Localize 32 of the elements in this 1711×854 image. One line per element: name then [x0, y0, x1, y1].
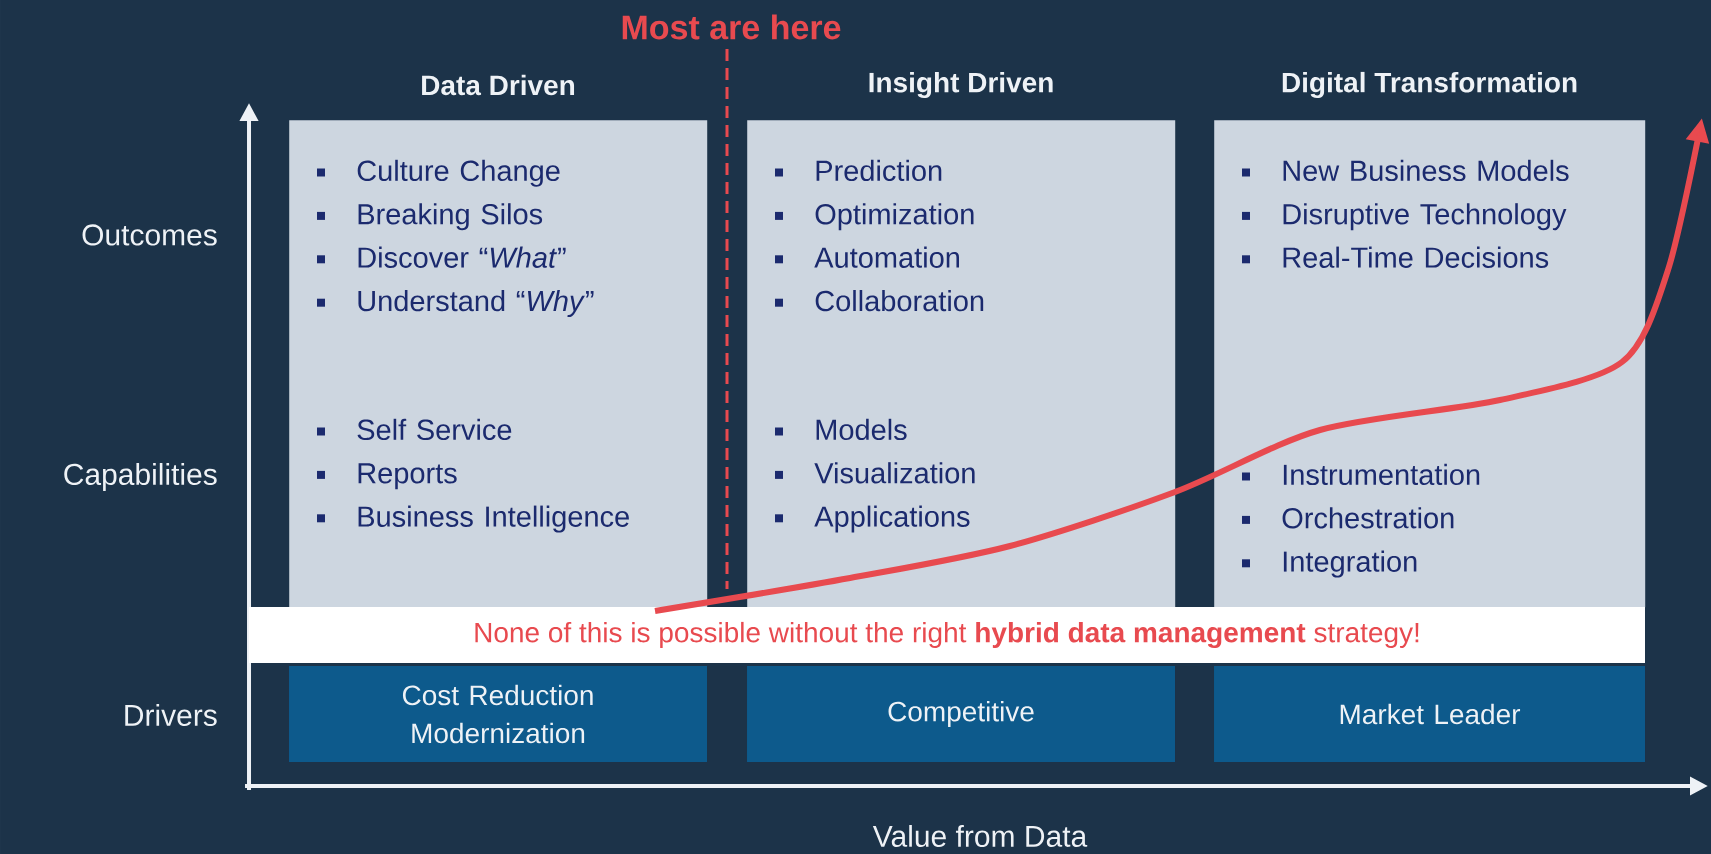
bullet-item: Discover “What” — [317, 246, 566, 268]
banner: None of this is possible without the right hybrid data management strategy! — [249, 607, 1645, 663]
bullet-item: Instrumentation — [1242, 463, 1480, 486]
column-heading: Digital Transformation — [1282, 71, 1577, 99]
column-heading: Insight Driven — [869, 71, 1053, 99]
bullet-item: Disruptive Technology — [1242, 203, 1567, 231]
bullet-item: Applications — [775, 505, 970, 533]
bullet-item: Breaking Silos — [317, 203, 543, 231]
bullet-item: Orchestration — [1242, 507, 1454, 529]
bullet-item: Real-Time Decisions — [1242, 246, 1549, 268]
bullet-item: Understand “Why” — [317, 290, 594, 317]
bullet-item: New Business Models — [1242, 159, 1569, 182]
bullet-item: Optimization — [775, 203, 974, 231]
axis-label: Capabilities — [64, 463, 217, 491]
bullet-item: Visualization — [775, 462, 975, 484]
title-text: Most are here — [622, 14, 841, 40]
axis-label: Outcomes — [82, 224, 217, 246]
bullet-item: Reports — [317, 463, 457, 490]
column-heading: Data Driven — [422, 74, 575, 96]
bullet-item: Integration — [1242, 550, 1417, 578]
bullet-item: Culture Change — [317, 159, 560, 187]
bullet-item: Automation — [775, 246, 959, 268]
bullet-item: Self Service — [317, 418, 512, 441]
driver-box: Market Leader — [1214, 666, 1645, 762]
bullet-item: Prediction — [775, 159, 942, 182]
bullet-item: Business Intelligence — [317, 505, 629, 533]
axis-label: Value from Data — [872, 825, 1088, 847]
driver-box: Cost Reduction Modernization — [289, 666, 707, 762]
axis-label: Drivers — [125, 704, 217, 726]
bullet-item: Models — [775, 418, 907, 441]
bullet-item: Collaboration — [775, 290, 984, 312]
driver-box: Competitive — [747, 666, 1175, 762]
